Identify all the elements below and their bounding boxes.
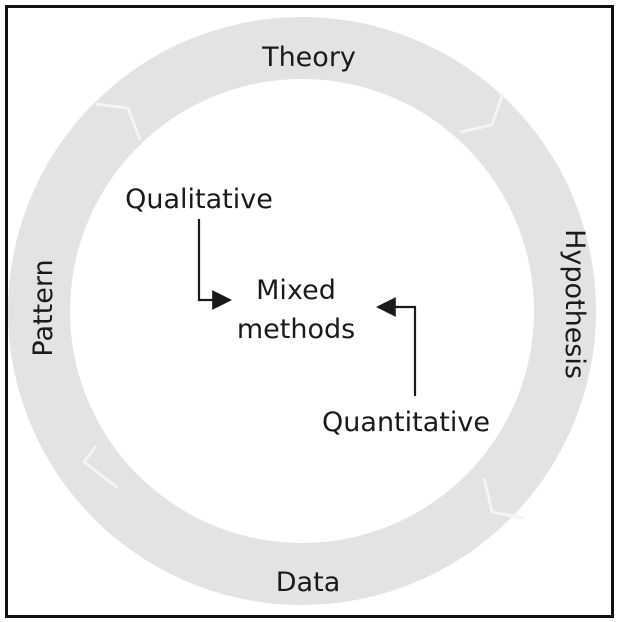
input-label-qualitative: Qualitative	[125, 184, 273, 215]
center-label-line1: Mixed	[256, 275, 336, 306]
cycle-label-data: Data	[276, 567, 340, 598]
cycle-label-hypothesis: Hypothesis	[559, 229, 590, 379]
cycle-label-theory: Theory	[261, 42, 356, 73]
ring-seams	[81, 92, 525, 520]
cycle-ring	[8, 17, 596, 605]
arrow-qualitative-to-mixed	[197, 219, 232, 310]
arrow-quantitative-to-mixed	[376, 297, 417, 396]
center-label-line2: methods	[237, 314, 355, 345]
input-label-quantitative: Quantitative	[322, 407, 490, 438]
cycle-label-pattern: Pattern	[28, 259, 59, 356]
